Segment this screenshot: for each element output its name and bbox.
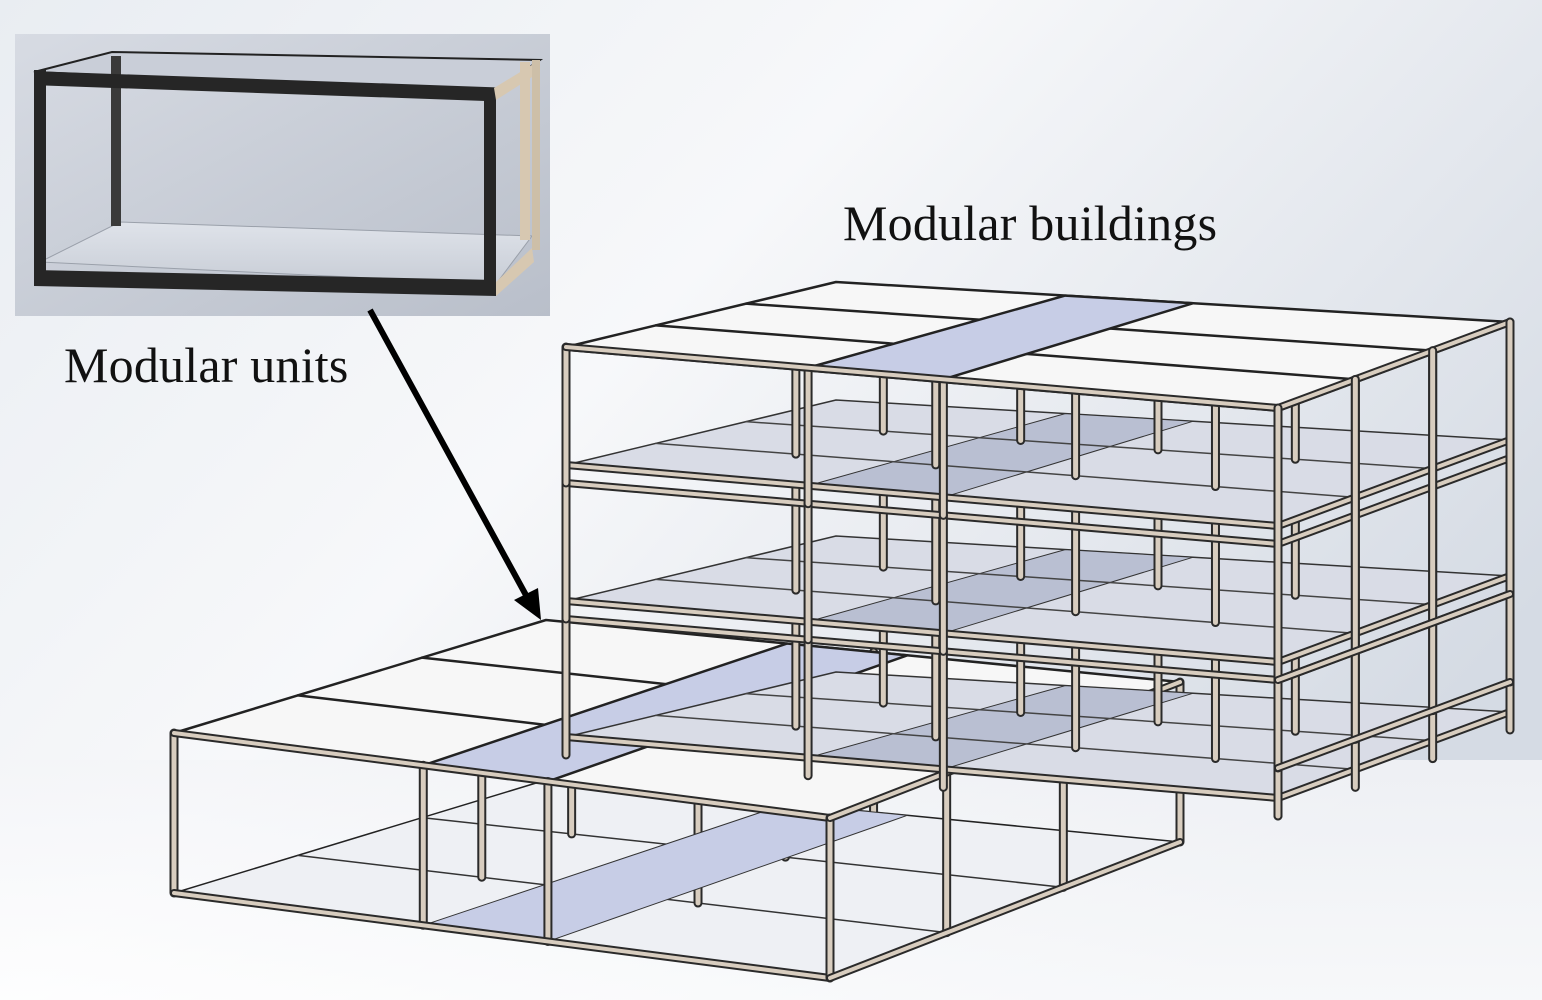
label-modular-buildings: Modular buildings (843, 195, 1218, 251)
storey-floor-beam (564, 463, 1280, 528)
storey-side-floor-beam (1276, 574, 1512, 664)
storey-front-beam (564, 481, 1280, 546)
top-side-beam (1276, 320, 1512, 410)
floor-joint (745, 420, 1434, 470)
label-modular-units: Modular units (64, 337, 349, 393)
storey-side-floor-beam (1276, 710, 1512, 800)
storey-front-beam (564, 617, 1280, 682)
storey-floor-beam (564, 735, 1280, 800)
modular-building (169, 280, 1515, 983)
arrow-icon (367, 308, 541, 620)
floor-joint (655, 442, 1357, 499)
right-stack-bottom (1276, 680, 1512, 770)
storey-side-beam (1276, 456, 1512, 546)
front-top-beam (172, 731, 832, 820)
side-bottom-beam (828, 840, 1182, 980)
storey-floor-beam (564, 599, 1280, 664)
modular-unit-render-icon (15, 34, 550, 316)
storey-side-floor-beam (1276, 438, 1512, 528)
floor-joint (745, 556, 1434, 606)
right-stack-mid (1276, 592, 1512, 682)
floor-joint (745, 692, 1434, 742)
floor-joint (655, 578, 1357, 635)
floor-joint (655, 714, 1357, 771)
top-front-beam (564, 345, 1280, 410)
front-bottom-beam (172, 891, 832, 980)
